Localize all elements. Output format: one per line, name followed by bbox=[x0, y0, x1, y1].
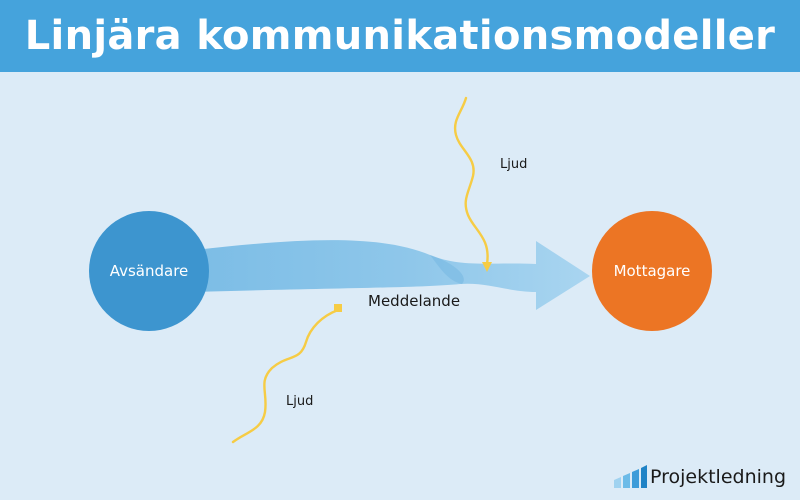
noise-arrowhead-bottom bbox=[334, 304, 342, 312]
bar-chart-icon bbox=[613, 465, 647, 488]
noise-label-top: Ljud bbox=[500, 157, 528, 172]
title-bar: Linjära kommunikationsmodeller bbox=[0, 0, 800, 72]
message-arrow-shadow bbox=[430, 255, 464, 284]
page-title: Linjära kommunikationsmodeller bbox=[24, 13, 776, 59]
receiver-label: Mottagare bbox=[613, 262, 691, 280]
message-label: Meddelande bbox=[368, 292, 461, 310]
receiver-node: Mottagare bbox=[592, 211, 712, 331]
sender-label: Avsändare bbox=[109, 262, 189, 280]
noise-squiggle-top bbox=[453, 96, 489, 266]
brand-name: Projektledning bbox=[649, 466, 786, 488]
noise-squiggle-bottom bbox=[231, 308, 340, 444]
brand-logo[interactable]: Projektledning bbox=[613, 464, 786, 488]
message-arrow bbox=[195, 240, 590, 310]
noise-label-bottom: Ljud bbox=[286, 394, 314, 409]
noise-arrowhead-top bbox=[482, 262, 492, 272]
sender-node: Avsändare bbox=[89, 211, 209, 331]
